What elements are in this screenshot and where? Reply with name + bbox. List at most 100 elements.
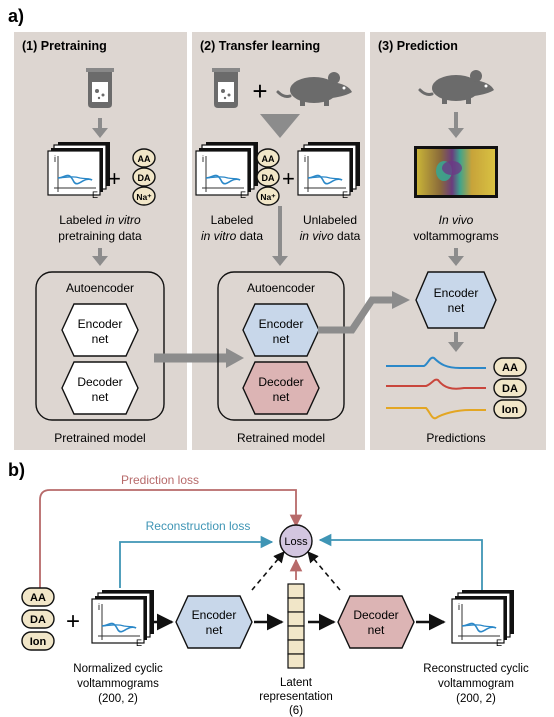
voltammogram-stack-icon (297, 141, 361, 196)
input-caption: Normalized cyclic voltammograms (200, 2) (73, 663, 163, 705)
prediction-output-labels: AA DA Ion (493, 357, 527, 419)
invivo-heatmap (414, 146, 498, 198)
analyte-stack: AA DA Na⁺ (256, 148, 280, 206)
labeled-caption-2: in vitro data (201, 229, 263, 243)
plus-sign: + (252, 76, 267, 106)
output-ion: Ion (502, 404, 519, 416)
output-caption-line: (200, 2) (456, 693, 496, 705)
arrowhead (448, 256, 464, 266)
prediction-loss-line (39, 489, 303, 588)
loss-to-decoder-arrow (307, 551, 341, 591)
input-caption-line: voltammograms (77, 678, 159, 690)
reconstruction-loss-label: Reconstruction loss (146, 519, 251, 533)
latent-vector (287, 583, 305, 669)
arrowhead (92, 256, 108, 266)
decoder-label: Decoder (353, 608, 398, 622)
analyte-stack: AA DA Na⁺ (132, 148, 156, 206)
axis-e-label: E (496, 638, 502, 648)
axis-i-label: i (304, 154, 306, 164)
da-trace (386, 378, 486, 390)
arrowhead (272, 256, 288, 266)
label-stack: AA DA Ion (21, 587, 55, 651)
axis-e-label: E (136, 638, 142, 648)
prediction-loss-label: Prediction loss (121, 473, 199, 487)
axis-i-label: i (98, 602, 100, 612)
encoder-net-node (61, 303, 139, 357)
axis-i-label: i (458, 602, 460, 612)
encoder-label: Encoder (259, 317, 304, 331)
analyte-da: DA (138, 173, 151, 183)
label-aa: AA (30, 592, 46, 604)
beaker-icon (86, 68, 114, 108)
decoder-label-2: net (273, 390, 290, 404)
axis-i-label: i (54, 154, 56, 164)
pretraining-data-caption-2: pretraining data (58, 229, 142, 243)
plus-sign: + (66, 608, 80, 635)
encoder-label: Encoder (434, 286, 479, 300)
decoder-label-2: net (92, 390, 109, 404)
axis-e-label: E (240, 190, 246, 200)
arrowhead (448, 128, 464, 138)
analyte-na: Na⁺ (260, 192, 276, 202)
autoencoder-title: Autoencoder (66, 281, 134, 295)
label-da: DA (30, 614, 46, 626)
pretrained-autoencoder-box (35, 271, 165, 421)
loss-node (279, 524, 313, 558)
aa-trace (386, 356, 486, 369)
axis-e-label: E (342, 190, 348, 200)
axis-i-label: i (202, 154, 204, 164)
retrained-model-caption: Retrained model (237, 431, 325, 445)
retrained-autoencoder-box (217, 271, 345, 421)
transfer-heading: (2) Transfer learning (200, 39, 320, 53)
latent-caption-line: (6) (289, 705, 303, 717)
reconstruction-loss-line-input (119, 535, 274, 588)
output-caption: Reconstructed cyclic voltammogram (200, … (423, 663, 529, 705)
plus-sign: + (282, 166, 295, 191)
unlabeled-caption: Unlabeled (303, 213, 357, 227)
encoder-transfer-arrow (318, 296, 394, 334)
latent-caption: Latent representation (6) (259, 677, 333, 717)
decoder-net-node (242, 361, 320, 415)
output-aa: AA (502, 362, 518, 374)
unlabeled-caption-2: in vivo data (300, 229, 361, 243)
output-caption-line: Reconstructed cyclic (423, 663, 529, 675)
encoder-net-node (175, 595, 253, 649)
encoder-label-2: net (206, 623, 223, 637)
ion-trace (386, 407, 486, 420)
panel-b-label: b) (8, 460, 25, 480)
loss-label: Loss (284, 536, 308, 548)
encoder-net-node (415, 271, 497, 329)
invivo-caption: In vivo (439, 213, 474, 227)
analyte-aa: AA (262, 154, 275, 164)
analyte-na: Na⁺ (136, 192, 152, 202)
analyte-aa: AA (138, 154, 151, 164)
label-ion: Ion (30, 636, 47, 648)
encoder-label-2: net (92, 332, 109, 346)
prediction-heading: (3) Prediction (378, 39, 458, 53)
output-da: DA (502, 383, 518, 395)
arrowhead (392, 291, 410, 309)
axis-e-label: E (92, 190, 98, 200)
output-voltammogram-stack-icon (451, 589, 515, 644)
reconstruction-loss-line-output (318, 533, 483, 592)
decoder-net-node (337, 595, 415, 649)
encoder-label: Encoder (192, 608, 237, 622)
pretraining-heading: (1) Pretraining (22, 39, 107, 53)
encoder-label: Encoder (78, 317, 123, 331)
invivo-caption-2: voltammograms (413, 229, 498, 243)
decoder-label: Decoder (258, 375, 303, 389)
arrowhead (92, 128, 108, 138)
decoder-label-2: net (368, 623, 385, 637)
input-caption-line: Normalized cyclic (73, 663, 163, 675)
labeled-caption: Labeled (211, 213, 254, 227)
predictions-caption: Predictions (426, 431, 485, 445)
output-caption-line: voltammogram (438, 678, 514, 690)
autoencoder-title: Autoencoder (247, 281, 315, 295)
encoder-label-2: net (448, 301, 465, 315)
loss-to-encoder-arrow (251, 551, 285, 591)
merge-funnel-arrow (260, 114, 300, 138)
analyte-da: DA (262, 173, 275, 183)
latent-caption-line: Latent (280, 677, 313, 689)
arrowhead (226, 348, 244, 368)
